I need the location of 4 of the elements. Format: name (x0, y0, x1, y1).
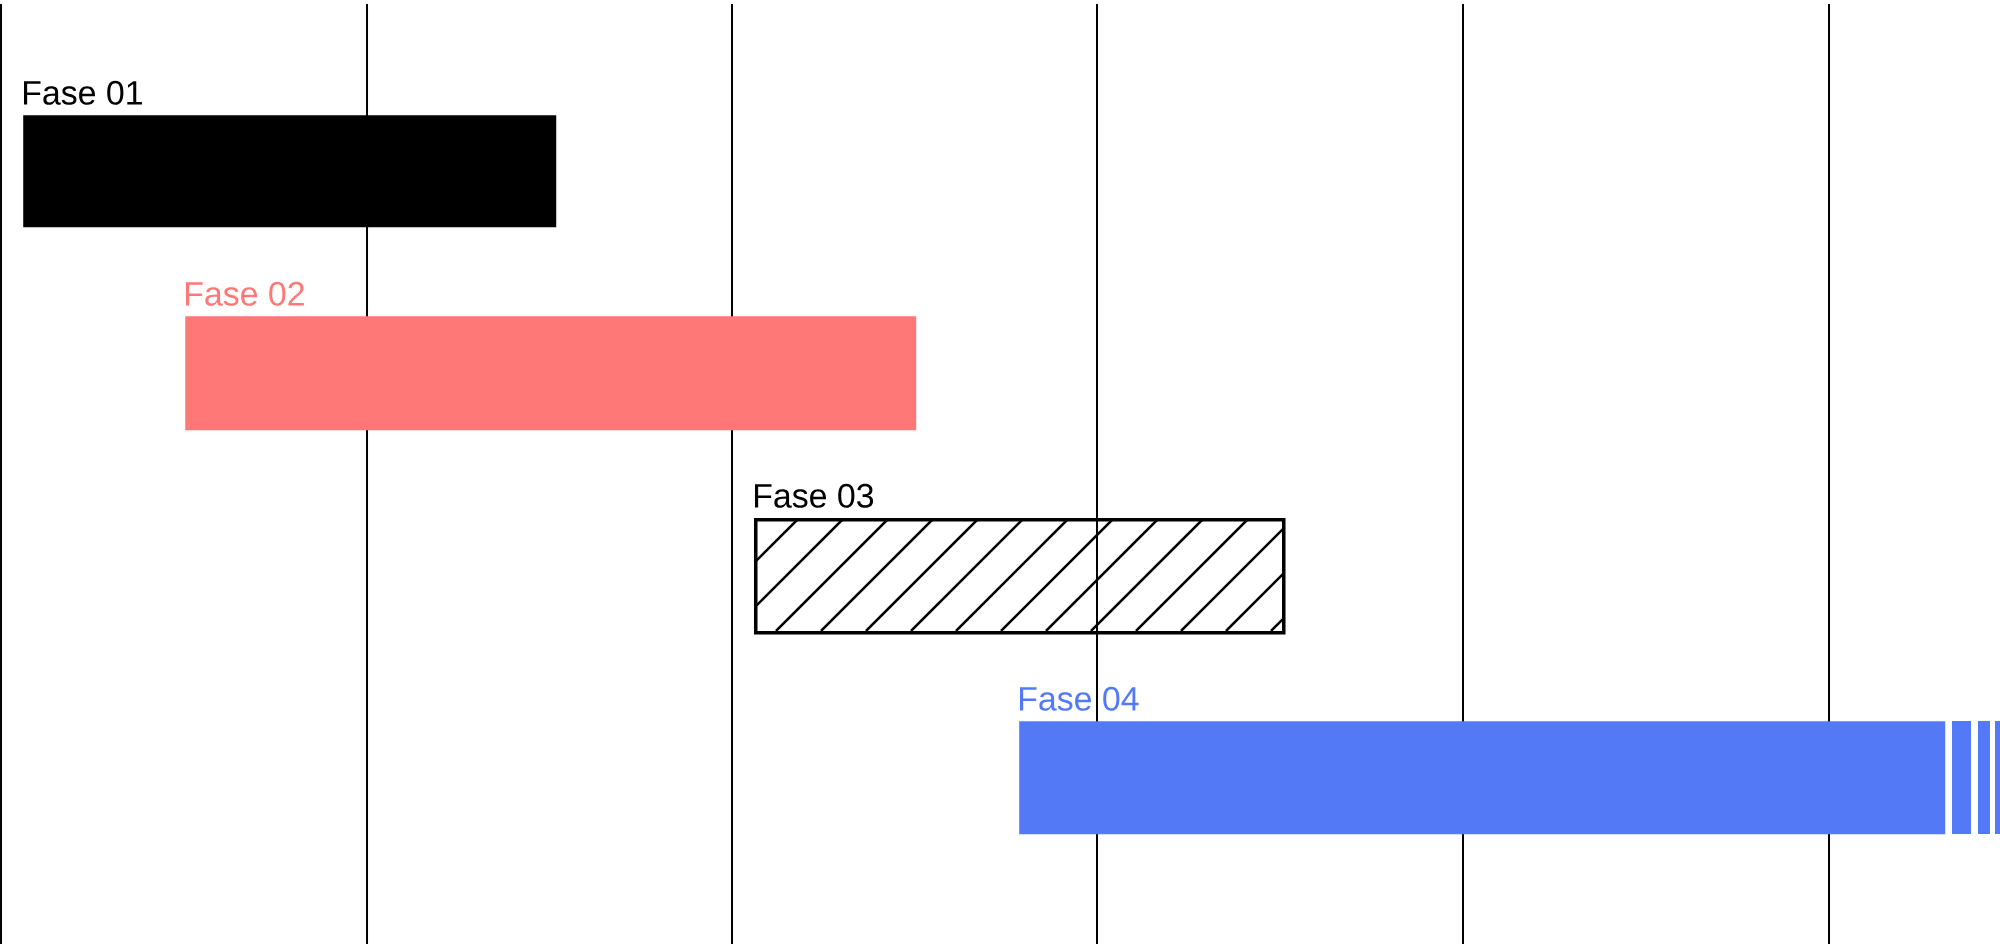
phase-label: Fase 02 (186, 281, 304, 306)
phase-label: Fase 04 (1020, 686, 1139, 711)
phase-label: Fase 01 (24, 80, 142, 105)
phase-label: Fase 03 (755, 483, 874, 508)
